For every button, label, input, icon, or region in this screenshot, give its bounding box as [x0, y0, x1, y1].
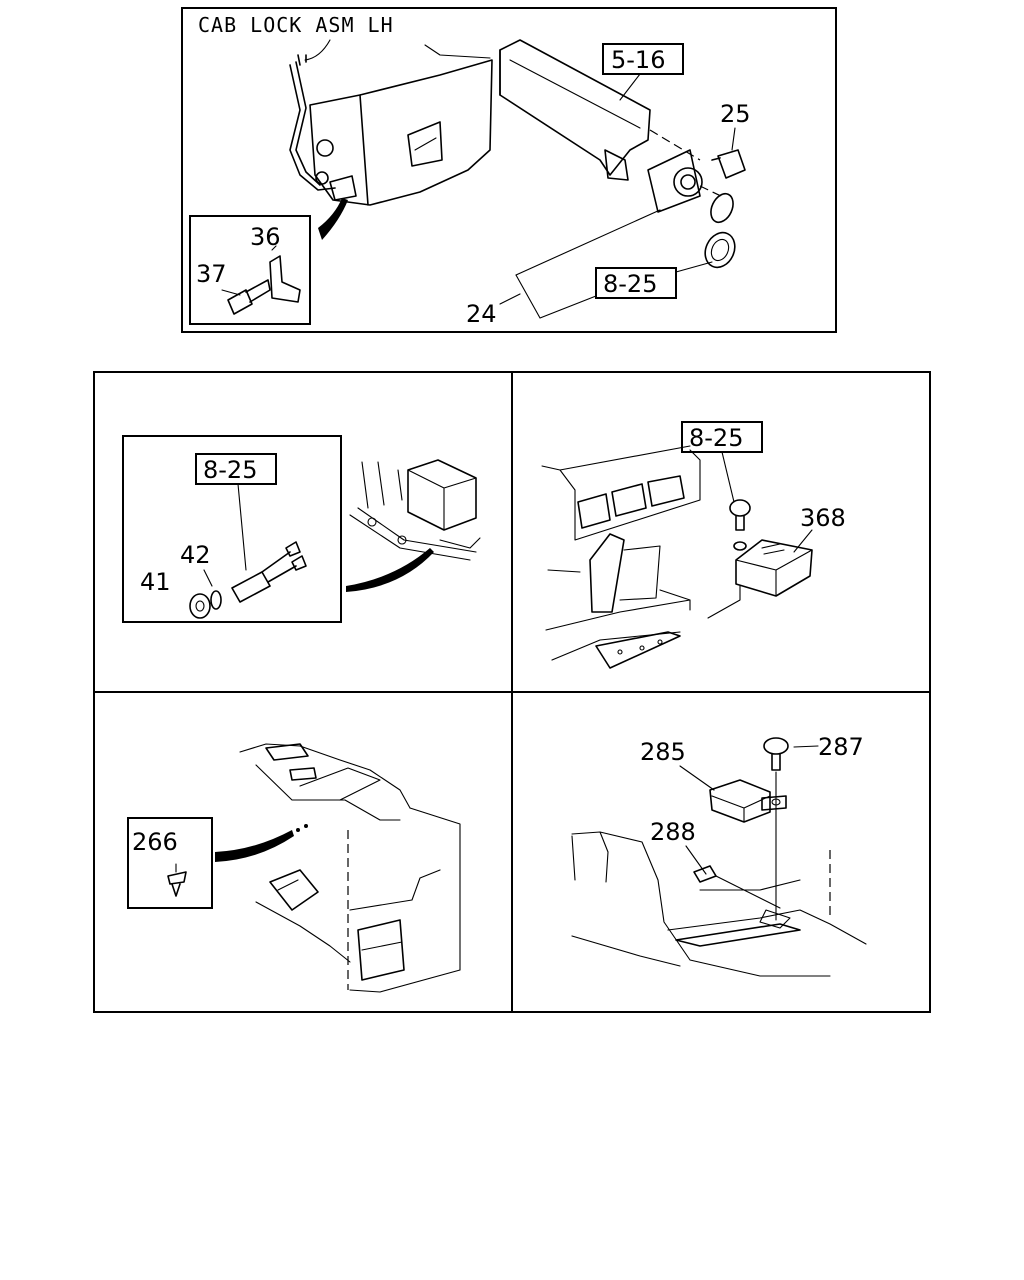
cab-lock-title: CAB LOCK ASM LH: [198, 13, 394, 37]
dust-cover-icon: [704, 192, 736, 269]
module-285-icon: [709, 779, 787, 823]
panel-d-vehicle-fragment: [571, 831, 867, 977]
panel-c-pointer-arrow: [215, 830, 294, 862]
ref-label-5-16: 5-16: [611, 46, 665, 74]
ref-label-8-25-top: 8-25: [603, 270, 657, 298]
cab-lock-panel-frame: [181, 7, 837, 333]
lock-bracket-illustration: [499, 39, 651, 181]
part-label-285: 285: [640, 738, 686, 766]
detail-pointer-arrow: [318, 198, 348, 240]
bolt-37-icon: [221, 279, 271, 315]
panel-b-module: 8-25 368: [541, 421, 846, 669]
part-label-42: 42: [180, 541, 211, 569]
ref-label-8-25-a: 8-25: [203, 456, 257, 484]
clip-266-icon: [167, 863, 187, 897]
harness-vehicle-fragment: [349, 459, 481, 561]
lock-assembly-illustration: [647, 129, 726, 213]
part-label-25: 25: [720, 100, 751, 128]
bracket-detail-box: [189, 215, 311, 325]
panel-c-clip: 266: [127, 743, 461, 993]
washer-42-icon: [210, 590, 222, 610]
cab-body-illustration: [289, 39, 493, 206]
screw-287-icon: [763, 737, 789, 771]
part-label-41: 41: [140, 568, 171, 596]
cab-lock-panel: CAB LOCK ASM LH 36 37: [181, 7, 837, 333]
connector-plug-icon: [231, 541, 307, 603]
part-label-288: 288: [650, 818, 696, 846]
panel-a-pointer-arrow: [346, 548, 434, 592]
panel-a-inset-box: [122, 435, 342, 623]
nut-41-icon: [189, 593, 211, 619]
bracket-36-icon: [269, 245, 301, 303]
ref-box-8-25-top: [595, 267, 677, 299]
module-368-icon: [735, 539, 813, 597]
ref-box-8-25-a: [195, 453, 277, 485]
detail-grid: [93, 371, 931, 1013]
part-label-368: 368: [800, 504, 846, 532]
bracket-288-icon: [693, 865, 717, 883]
panel-a-harness: 8-25 42 41: [122, 435, 481, 623]
part-label-266: 266: [132, 828, 178, 856]
ref-label-8-25-b: 8-25: [689, 424, 743, 452]
panel-b-vehicle-fragment: [541, 445, 701, 669]
part-label-37: 37: [196, 260, 227, 288]
part-label-24: 24: [466, 300, 497, 328]
part-label-287: 287: [818, 733, 864, 761]
ref-box-5-16: [602, 43, 684, 75]
bolt-25-icon: [711, 149, 746, 179]
panel-c-vehicle-fragment: [239, 743, 461, 993]
clip-detail-box: [127, 817, 213, 909]
panel-d-bracket: 285 287 288: [571, 733, 867, 977]
screw-icon-b: [729, 499, 751, 551]
